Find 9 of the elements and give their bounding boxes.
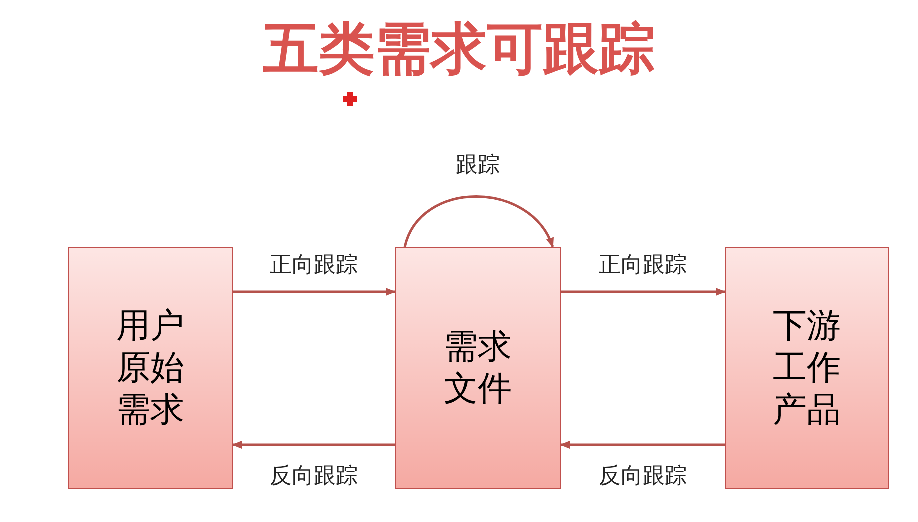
arrow xyxy=(232,441,395,449)
process-box: 需求文件 xyxy=(395,247,561,489)
process-box: 下游工作产品 xyxy=(725,247,889,489)
arrow xyxy=(233,288,396,296)
arrow xyxy=(560,441,725,449)
arrow xyxy=(404,196,554,248)
process-box: 用户原始需求 xyxy=(68,247,233,489)
arrow xyxy=(561,288,726,296)
title: 五类需求可跟踪 xyxy=(262,16,656,84)
